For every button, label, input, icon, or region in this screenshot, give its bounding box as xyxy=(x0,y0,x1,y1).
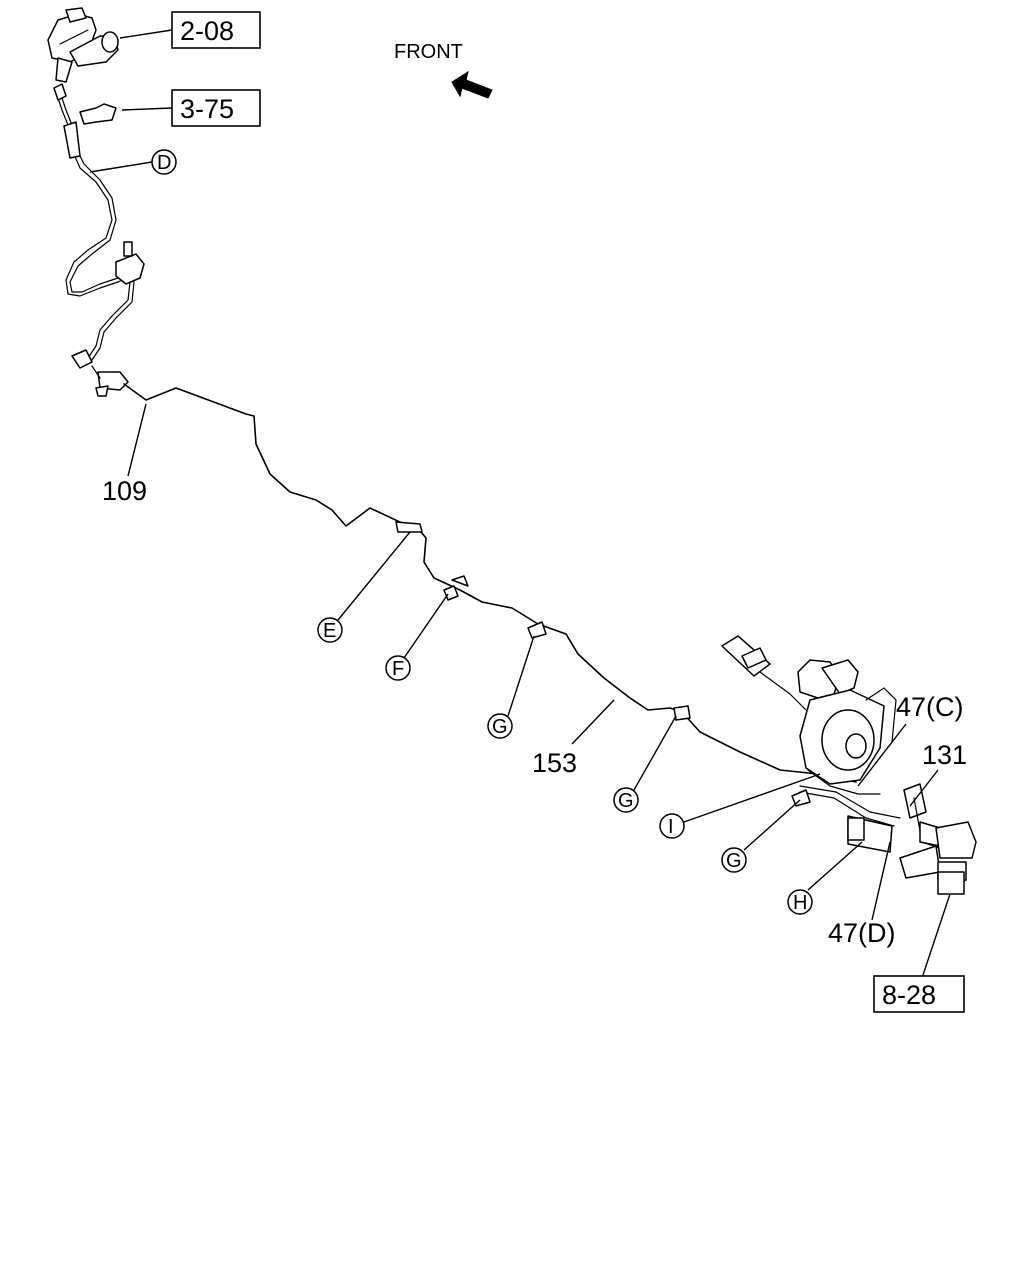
ref-box-2-08: 2-08 xyxy=(171,11,261,49)
callout-h: H xyxy=(787,889,813,915)
part-number-153: 153 xyxy=(532,748,577,778)
clutch-master-cylinder xyxy=(47,7,119,83)
ref-box-3-75-label: 3-75 xyxy=(180,94,234,124)
ref-box-3-75: 3-75 xyxy=(171,89,261,127)
callout-h-label: H xyxy=(793,892,807,914)
callout-g-1-label: G xyxy=(492,716,508,738)
front-arrow-icon xyxy=(451,70,493,99)
ref-box-8-28-label: 8-28 xyxy=(882,980,936,1010)
pipe-joint-bracket xyxy=(71,241,145,397)
callout-g-2-label: G xyxy=(618,790,634,812)
callout-f: F xyxy=(385,655,411,681)
callout-e-label: E xyxy=(323,620,336,642)
part-number-47d: 47(D) xyxy=(828,918,896,948)
part-number-131: 131 xyxy=(922,740,967,770)
callout-g-1: G xyxy=(487,713,513,739)
callout-d-label: D xyxy=(157,152,171,174)
callout-g-3: G xyxy=(721,847,747,873)
callout-i: I xyxy=(659,813,685,839)
ref-box-2-08-label: 2-08 xyxy=(180,16,234,46)
callout-g-2: G xyxy=(613,787,639,813)
callout-d: D xyxy=(151,149,177,175)
leader-lines xyxy=(89,29,951,985)
callout-e: E xyxy=(317,617,343,643)
part-number-109: 109 xyxy=(102,476,147,506)
callout-f-label: F xyxy=(392,658,404,680)
callout-i-label: I xyxy=(668,816,674,838)
callout-g-3-label: G xyxy=(726,850,742,872)
pipe-d xyxy=(53,83,133,297)
part-number-47c: 47(C) xyxy=(896,692,964,722)
front-label: FRONT xyxy=(394,41,463,63)
pipe-109-153 xyxy=(123,383,857,783)
ref-box-8-28: 8-28 xyxy=(873,975,965,1013)
clutch-slave-cylinder-assembly xyxy=(721,635,977,895)
